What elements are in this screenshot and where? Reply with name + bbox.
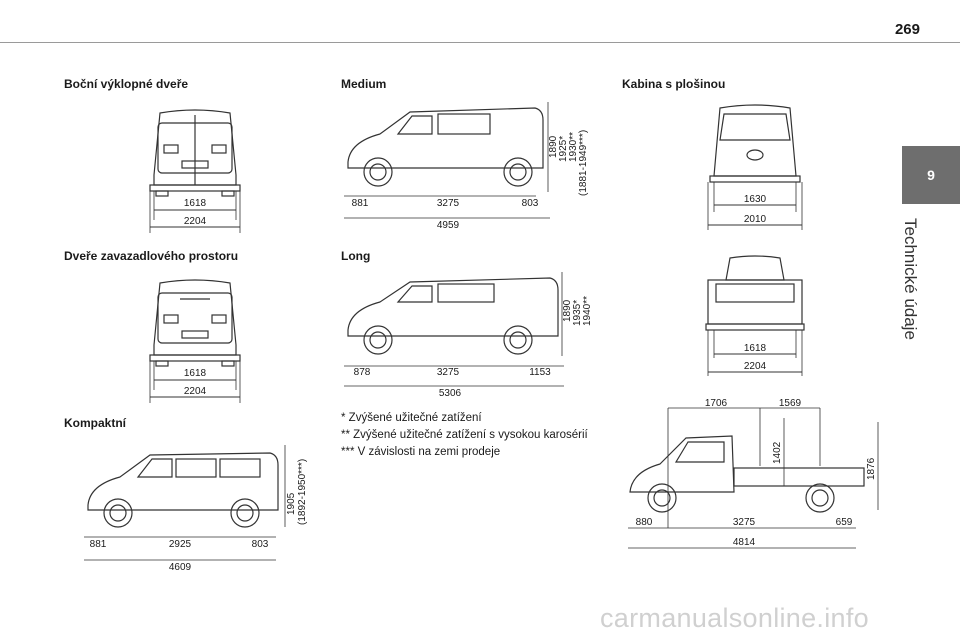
dim-front: 878 bbox=[354, 367, 371, 378]
footnote-1: * Zvýšené užitečné zatížení bbox=[341, 412, 482, 424]
rear-view-tailgate-drawing: 1618 2204 bbox=[149, 279, 241, 403]
heading-kompaktni: Kompaktní bbox=[64, 416, 127, 430]
heading-kabina: Kabina s plošinou bbox=[622, 77, 726, 91]
dim-width-inner: 1618 bbox=[744, 343, 767, 354]
dim-total: 4959 bbox=[437, 220, 460, 231]
dim-rear: 803 bbox=[522, 198, 539, 209]
rear-view-side-doors-drawing: 1618 2204 bbox=[149, 109, 241, 233]
dim-width-inner: 1630 bbox=[744, 194, 767, 205]
dim-height-1: 1905 bbox=[286, 492, 297, 515]
rear-view-cab-drawing: 1618 2204 bbox=[705, 255, 805, 376]
dim-front: 881 bbox=[90, 539, 107, 550]
dim-top-cab: 1706 bbox=[705, 398, 728, 409]
dim-width-outer: 2010 bbox=[744, 214, 767, 225]
dim-wheelbase: 3275 bbox=[437, 367, 460, 378]
dim-width-outer: 2204 bbox=[184, 216, 207, 227]
side-view-cab-platform-drawing: 1706 1569 1402 1876 880 3275 659 4814 bbox=[628, 398, 879, 549]
dim-width-inner: 1618 bbox=[184, 198, 207, 209]
side-view-long-drawing: 878 3275 1153 5306 1890 1935* 1940** bbox=[344, 272, 593, 399]
dim-wheelbase: 3275 bbox=[437, 198, 460, 209]
dim-width-outer: 2204 bbox=[184, 386, 207, 397]
dim-width-outer: 2204 bbox=[744, 361, 767, 372]
dim-height-1: 1890 bbox=[548, 135, 559, 158]
page-number: 269 bbox=[894, 21, 920, 38]
dim-total: 4814 bbox=[733, 537, 756, 548]
side-view-kompaktni-drawing: 881 2925 803 4609 1905 (1892-1950***) bbox=[84, 445, 308, 573]
dim-top-bed: 1569 bbox=[779, 398, 802, 409]
heading-zavazadlovy: Dveře zavazadlového prostoru bbox=[64, 249, 239, 263]
dim-width-inner: 1618 bbox=[184, 368, 207, 379]
front-view-cab-drawing: 1630 2010 bbox=[707, 104, 803, 230]
dim-height-3: 1940** bbox=[582, 296, 593, 326]
dim-height-2: (1892-1950***) bbox=[297, 459, 308, 525]
dim-rear: 659 bbox=[836, 517, 853, 528]
header-rule bbox=[0, 42, 960, 43]
chapter-label: Technické údaje bbox=[901, 218, 920, 340]
dim-wheelbase: 3275 bbox=[733, 517, 756, 528]
dim-total: 4609 bbox=[169, 562, 192, 573]
dim-bed-height: 1402 bbox=[772, 441, 783, 464]
heading-long: Long bbox=[341, 249, 371, 263]
side-view-medium-drawing: 881 3275 803 4959 1890 1925* 1930** (188… bbox=[344, 102, 589, 231]
chapter-tab[interactable]: 9 bbox=[902, 146, 960, 204]
heading-medium: Medium bbox=[341, 77, 387, 91]
dim-height-4: (1881-1949***) bbox=[578, 130, 589, 196]
dim-total: 5306 bbox=[439, 388, 462, 399]
dim-total-height: 1876 bbox=[866, 457, 877, 480]
dim-rear: 1153 bbox=[529, 367, 551, 378]
dim-rear: 803 bbox=[252, 539, 269, 550]
dim-front: 881 bbox=[352, 198, 369, 209]
heading-bocni: Boční výklopné dveře bbox=[64, 77, 189, 91]
dim-height-2: 1925* bbox=[558, 136, 569, 162]
dim-height-2: 1935* bbox=[572, 300, 583, 326]
footnote-2: ** Zvýšené užitečné zatížení s vysokou k… bbox=[341, 429, 588, 441]
dim-front: 880 bbox=[636, 517, 653, 528]
dim-height-3: 1930** bbox=[568, 132, 579, 162]
dim-height-1: 1890 bbox=[562, 299, 573, 322]
dim-wheelbase: 2925 bbox=[169, 539, 192, 550]
watermark: carmanualsonline.info bbox=[600, 603, 869, 633]
footnote-3: *** V závislosti na zemi prodeje bbox=[341, 446, 501, 458]
